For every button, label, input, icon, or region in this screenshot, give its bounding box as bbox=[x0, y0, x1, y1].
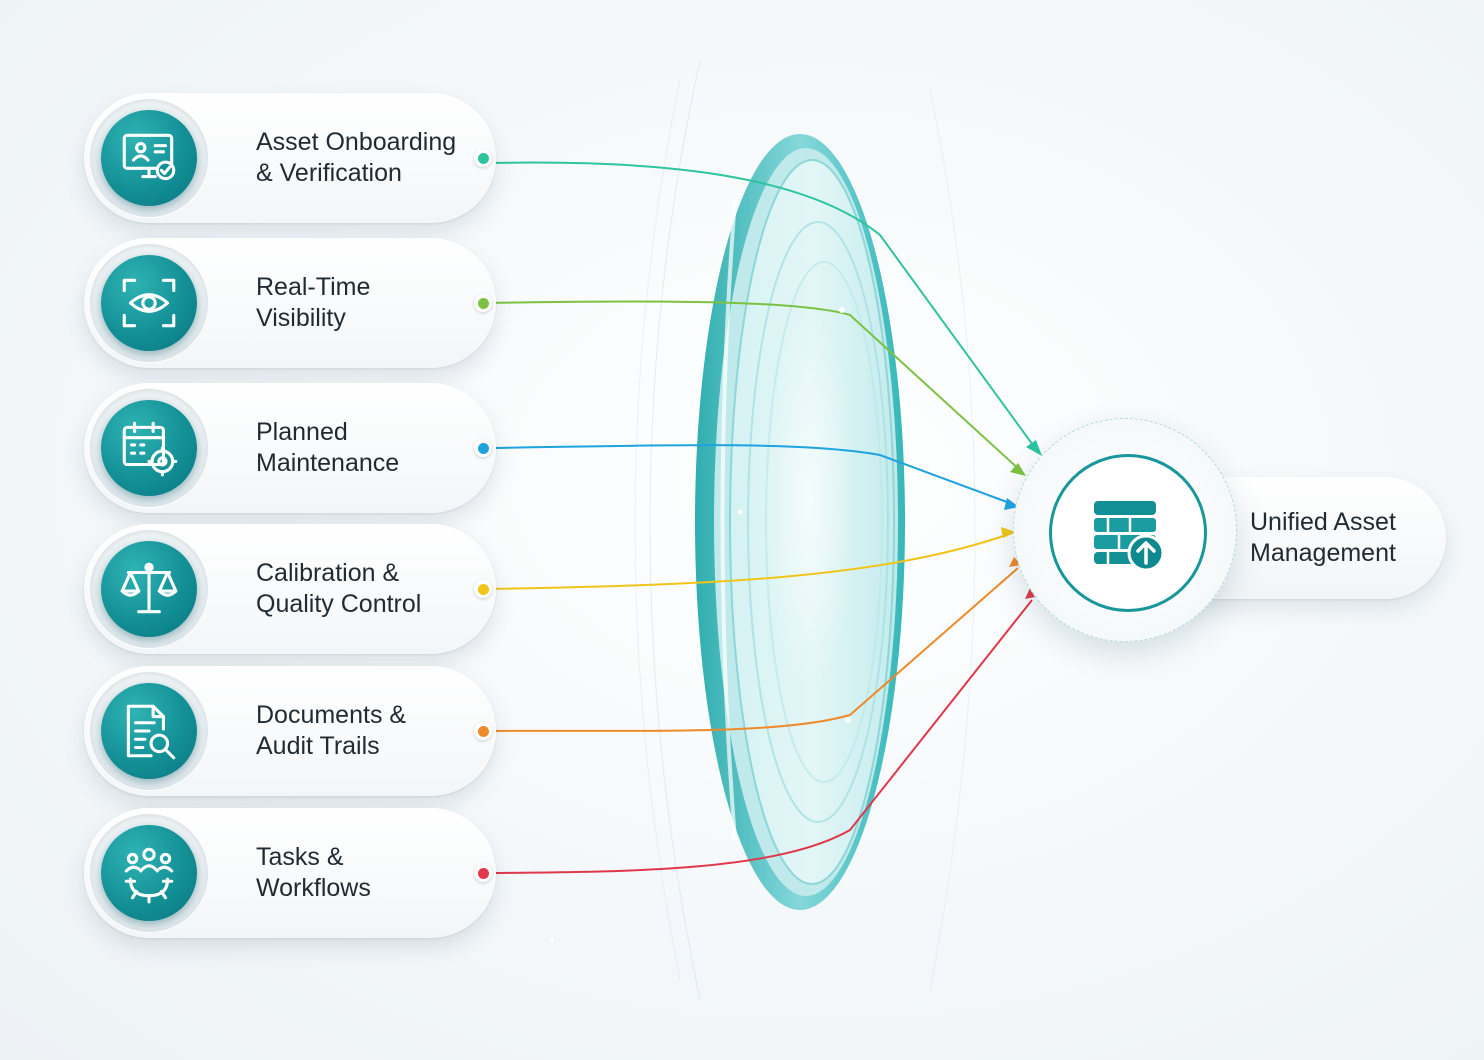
input-label-documents: Documents & Audit Trails bbox=[256, 701, 407, 760]
sparkles bbox=[503, 213, 992, 942]
input-pill-onboarding: Asset Onboarding & Verification bbox=[84, 93, 496, 223]
input-pill-tasks: Tasks & Workflows bbox=[84, 808, 496, 938]
connector-line-maintenance bbox=[489, 444, 1016, 506]
input-pill-visibility: Real-Time Visibility bbox=[84, 238, 496, 368]
input-pill-calibration: Calibration & Quality Control bbox=[84, 524, 496, 654]
document-search-icon bbox=[126, 704, 176, 760]
connector-dot-maintenance bbox=[474, 439, 492, 457]
eye-scan-icon bbox=[122, 278, 176, 328]
arrowhead-visibility bbox=[1010, 463, 1026, 476]
database-upload-icon bbox=[1094, 501, 1165, 572]
input-pill-maintenance: Planned Maintenance bbox=[84, 383, 496, 513]
connector-dot-calibration bbox=[474, 580, 492, 598]
connector-line-documents bbox=[489, 567, 1019, 732]
input-pill-documents: Documents & Audit Trails bbox=[84, 666, 496, 796]
connector-dot-onboarding bbox=[474, 149, 492, 167]
input-label-tasks: Tasks & Workflows bbox=[256, 843, 371, 902]
input-label-visibility: Real-Time Visibility bbox=[256, 273, 371, 332]
background-arcs bbox=[634, 59, 976, 1001]
connector-line-calibration bbox=[489, 532, 1013, 590]
balance-scale-icon bbox=[120, 562, 178, 614]
input-label-calibration: Calibration & Quality Control bbox=[256, 559, 422, 618]
connector-lines bbox=[489, 161, 1039, 874]
connector-dot-documents bbox=[474, 722, 492, 740]
connector-dot-tasks bbox=[474, 864, 492, 882]
input-label-maintenance: Planned Maintenance bbox=[256, 418, 400, 477]
output-label: Unified Asset Management bbox=[1250, 508, 1396, 567]
input-label-onboarding: Asset Onboarding & Verification bbox=[256, 128, 457, 187]
arrowhead-calibration bbox=[1001, 527, 1016, 538]
calendar-gear-icon bbox=[122, 421, 178, 477]
connector-line-tasks bbox=[489, 599, 1033, 874]
connector-line-visibility bbox=[489, 300, 1023, 473]
team-gear-icon bbox=[124, 847, 174, 904]
monitor-user-check-icon bbox=[122, 133, 176, 181]
arrowhead-onboarding bbox=[1026, 440, 1042, 456]
connector-line-onboarding bbox=[489, 161, 1039, 453]
connector-dot-visibility bbox=[474, 294, 492, 312]
output-hub bbox=[1049, 454, 1207, 612]
arrowhead-tasks bbox=[1025, 588, 1035, 599]
glass-lens bbox=[695, 134, 905, 910]
arrowheads bbox=[1001, 440, 1042, 599]
